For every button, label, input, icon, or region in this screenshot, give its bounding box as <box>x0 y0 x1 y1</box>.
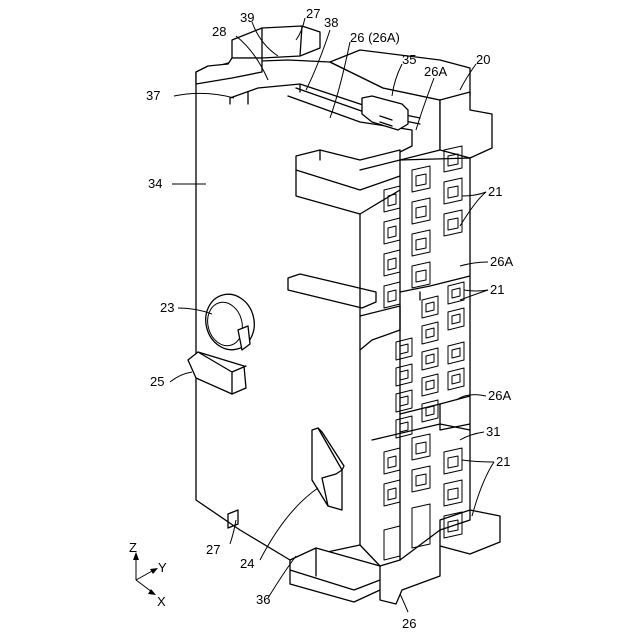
terminal-cavity <box>444 448 462 474</box>
terminal-cavity <box>422 322 438 344</box>
callout-label: 35 <box>402 52 416 67</box>
terminal-cavity <box>384 526 400 560</box>
callout-label: 27 <box>306 6 320 21</box>
terminal-cavity <box>384 218 400 244</box>
axis-y-label: Y <box>158 560 167 575</box>
terminal-cavity <box>444 178 462 204</box>
terminal-cavity <box>422 374 438 396</box>
callout-label: 39 <box>240 10 254 25</box>
terminal-cavity <box>396 338 412 360</box>
bottom-block-36 <box>290 548 380 602</box>
callout-label: 21 <box>496 454 510 469</box>
callout-label: 26 <box>402 616 416 631</box>
terminal-cavity <box>448 308 464 330</box>
callout-label: 26A <box>490 254 513 269</box>
terminal-cavity <box>422 348 438 370</box>
terminal-cavity <box>412 262 430 288</box>
rear-block-27 <box>232 26 320 58</box>
callout-label: 26A <box>488 388 511 403</box>
terminal-cavity <box>384 282 400 308</box>
terminal-cavity <box>396 390 412 412</box>
top-block-20 <box>440 92 492 158</box>
callout-label: 36 <box>256 592 270 607</box>
terminal-cavity <box>448 342 464 364</box>
axis-x-label: X <box>157 594 166 609</box>
callout-label: 38 <box>324 15 338 30</box>
terminal-cavity <box>412 230 430 256</box>
callout-label: 25 <box>150 374 164 389</box>
callout-label: 27 <box>206 542 220 557</box>
callout-label: 26A <box>424 64 447 79</box>
axis-z-label: Z <box>129 540 137 555</box>
callout-label: 21 <box>488 184 502 199</box>
terminal-cavity <box>384 448 400 474</box>
terminal-cavity <box>448 368 464 390</box>
terminal-cavity <box>412 166 430 192</box>
terminal-cavity <box>384 480 400 506</box>
terminal-cavity <box>412 504 430 548</box>
callout-label: 37 <box>146 88 160 103</box>
terminal-cavity <box>396 416 412 438</box>
terminal-cavity <box>422 400 438 422</box>
axis-triad: Z Y X <box>129 540 167 609</box>
callout-label: 34 <box>148 176 162 191</box>
callout-label: 23 <box>160 300 174 315</box>
terminal-cavity <box>412 466 430 492</box>
callout-label: 26 (26A) <box>350 30 400 45</box>
terminal-cavity <box>422 296 438 318</box>
terminal-cavity <box>396 364 412 386</box>
terminal-cavity <box>412 434 430 460</box>
terminal-cavity <box>412 198 430 224</box>
partition-31 <box>372 424 470 440</box>
terminal-cavity-grid <box>384 146 464 560</box>
callout-label: 20 <box>476 52 490 67</box>
callout-label: 28 <box>212 24 226 39</box>
terminal-cavity <box>444 210 462 236</box>
terminal-cavity <box>384 250 400 276</box>
terminal-cavity <box>448 282 464 304</box>
callout-label: 31 <box>486 424 500 439</box>
callout-label: 21 <box>490 282 504 297</box>
terminal-cavity <box>444 480 462 506</box>
callout-label: 24 <box>240 556 254 571</box>
